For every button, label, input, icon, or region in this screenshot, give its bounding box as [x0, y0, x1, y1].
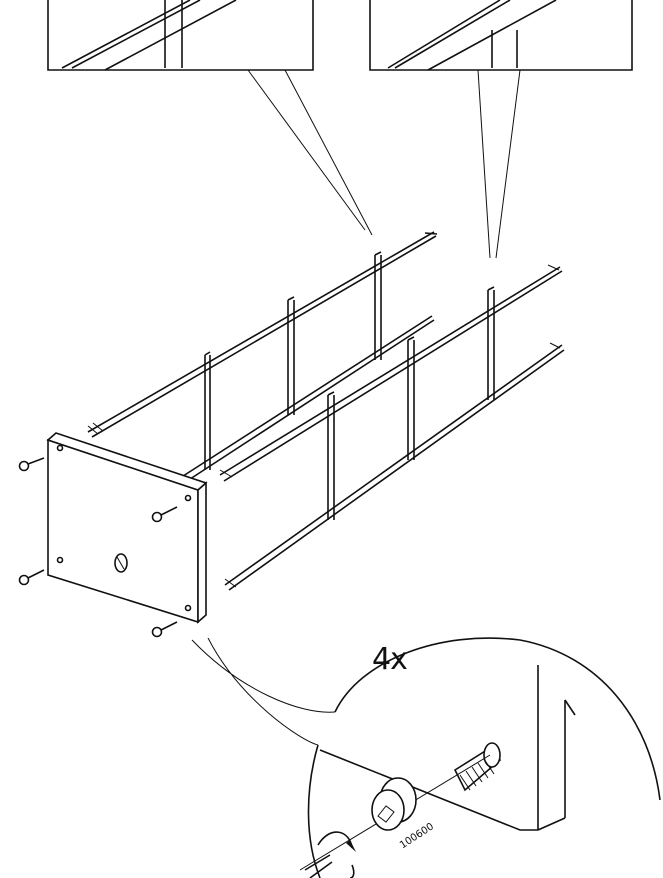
quantity-label: 4x	[372, 642, 408, 677]
detail-box-right	[369, 0, 633, 259]
callout-leader	[191, 637, 336, 746]
screw-icon	[18, 569, 45, 586]
screw-icon	[18, 457, 45, 472]
screw-icon	[151, 506, 178, 523]
screws	[18, 457, 178, 638]
screw-icon	[151, 621, 178, 638]
cam-nut-icon	[371, 777, 417, 831]
magnified-detail	[299, 637, 661, 878]
end-plate	[46, 432, 208, 624]
wire-frame	[87, 231, 565, 591]
detail-box-left	[47, 0, 373, 236]
plate-hole	[114, 553, 128, 573]
threaded-insert-icon	[453, 742, 502, 792]
